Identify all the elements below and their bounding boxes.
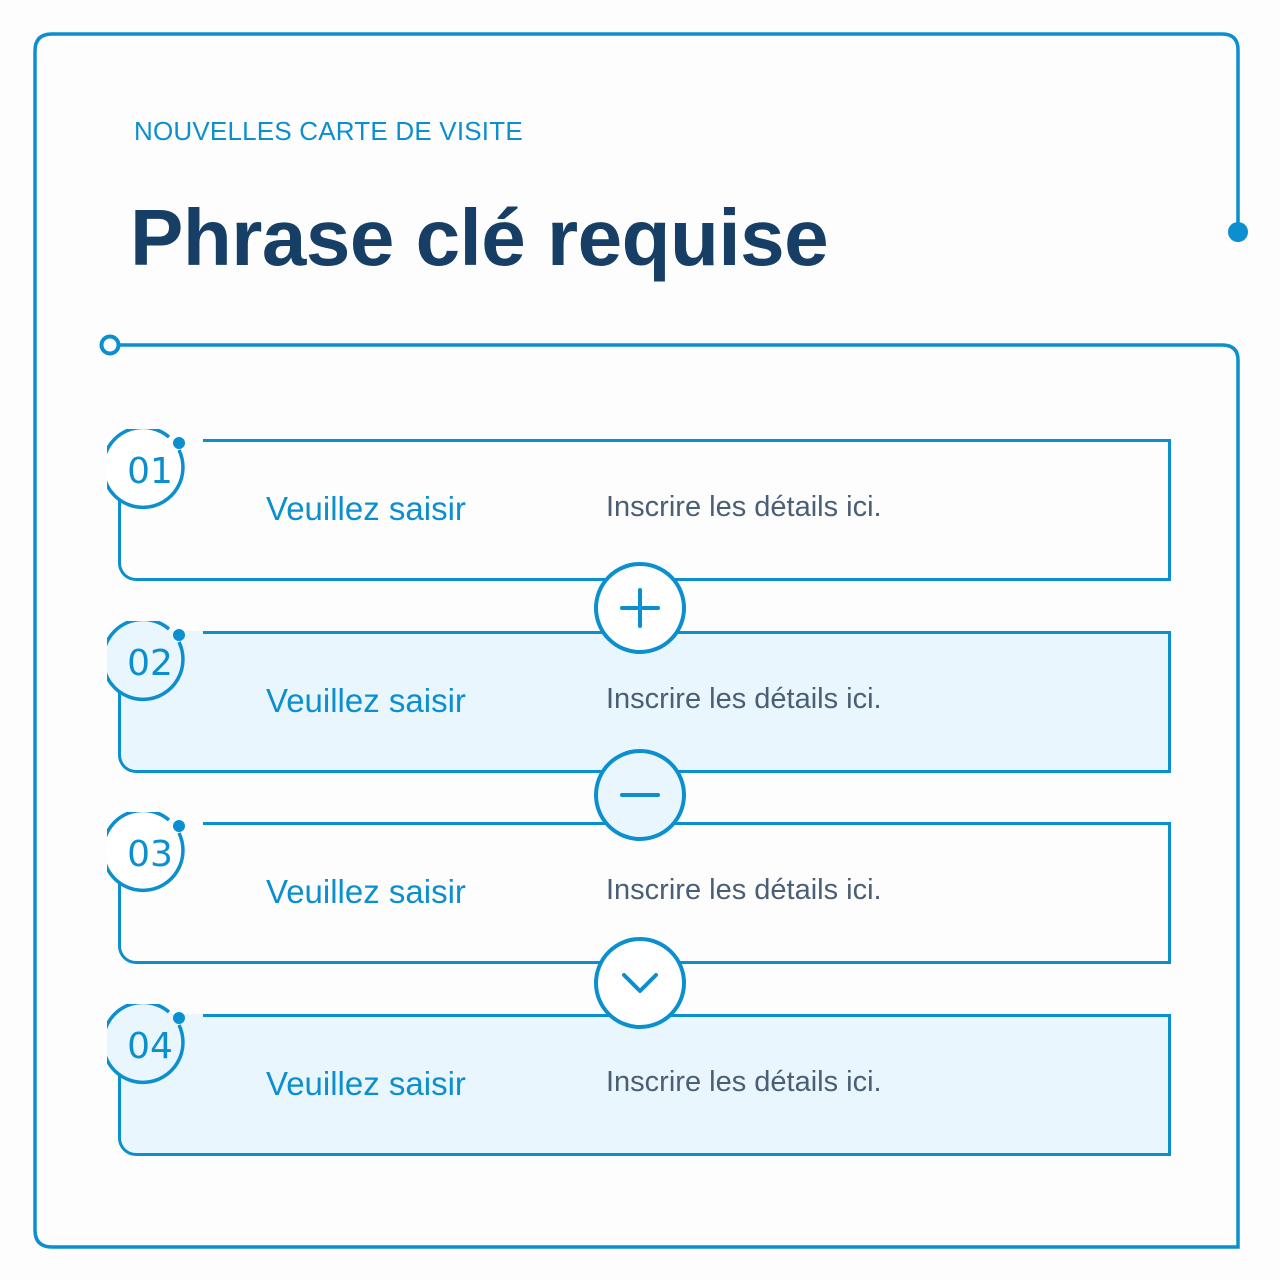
frame-end-dot-icon — [1228, 222, 1248, 242]
row-top-border — [203, 439, 1171, 442]
number-ring-icon — [107, 1004, 185, 1085]
number-ring-icon — [107, 621, 185, 702]
row-label[interactable]: Veuillez saisir — [266, 1065, 466, 1102]
list-item-01[interactable]: 01 Veuillez saisir Inscrire les détails … — [107, 429, 1171, 581]
list-item-02[interactable]: 02 Veuillez saisir Inscrire les détails … — [107, 621, 1171, 773]
row-number: 04 — [127, 1026, 173, 1067]
minus-icon — [620, 793, 660, 797]
row-top-border — [203, 822, 1171, 825]
plus-icon — [620, 588, 660, 628]
row-top-border — [203, 631, 1171, 634]
chevron-down-icon — [622, 973, 658, 993]
row-detail[interactable]: Inscrire les détails ici. — [606, 1066, 882, 1098]
row-label[interactable]: Veuillez saisir — [266, 873, 466, 910]
row-number: 03 — [127, 834, 173, 875]
row-detail[interactable]: Inscrire les détails ici. — [606, 683, 882, 715]
row-label[interactable]: Veuillez saisir — [266, 682, 466, 719]
row-top-border — [203, 1014, 1171, 1017]
number-ring-icon — [107, 812, 185, 893]
remove-button[interactable] — [594, 749, 686, 841]
number-ring-icon — [107, 429, 185, 510]
row-label[interactable]: Veuillez saisir — [266, 490, 466, 527]
eyebrow-label: NOUVELLES CARTE DE VISITE — [134, 116, 523, 146]
row-number: 02 — [127, 643, 173, 684]
row-number: 01 — [127, 451, 173, 492]
expand-button[interactable] — [594, 937, 686, 1029]
page-title: Phrase clé requise — [130, 193, 829, 282]
row-detail[interactable]: Inscrire les détails ici. — [606, 491, 882, 523]
frame-start-ring-icon — [99, 334, 121, 356]
row-detail[interactable]: Inscrire les détails ici. — [606, 874, 882, 906]
add-button[interactable] — [594, 562, 686, 654]
list-item-04[interactable]: 04 Veuillez saisir Inscrire les détails … — [107, 1004, 1171, 1156]
